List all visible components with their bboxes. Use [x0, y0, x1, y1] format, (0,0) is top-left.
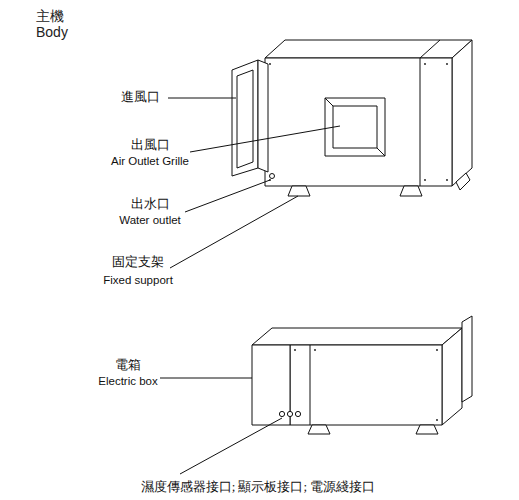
part-name: 固定支架 — [112, 255, 164, 270]
leader-line — [160, 378, 252, 379]
right-face — [452, 40, 472, 186]
front-face — [290, 345, 442, 425]
leader-line — [170, 196, 298, 268]
part-name: 出風口 — [131, 138, 170, 153]
support-foot — [400, 186, 422, 196]
part-name: 出水口 — [131, 197, 170, 212]
inlet-opening — [237, 70, 253, 168]
leader-line — [190, 126, 340, 152]
display-port — [287, 411, 292, 416]
part-name: 進風口 — [121, 90, 160, 105]
right-face — [442, 328, 462, 425]
leader-line — [185, 180, 270, 212]
front-face — [265, 58, 452, 186]
inlet-flange — [232, 60, 258, 176]
leader-line — [168, 98, 236, 99]
part-name: 電箱 — [115, 358, 141, 373]
port-list: 濕度傳感器接口; 顯示板接口; 電源綫接口 — [141, 480, 376, 495]
part-name: Fixed support — [103, 274, 173, 287]
end-panel-seam — [420, 40, 440, 58]
part-name: Electric box — [98, 375, 157, 388]
outlet-grille-opening — [333, 106, 377, 148]
top-face — [265, 40, 472, 58]
part-name: Air Outlet Grille — [111, 155, 189, 168]
sensor-port — [279, 411, 284, 416]
panel-seam — [310, 345, 311, 425]
support-foot — [288, 186, 310, 196]
end-panel-seam — [420, 58, 421, 186]
support-foot — [416, 425, 438, 434]
water-outlet — [270, 174, 275, 179]
electric-box — [252, 345, 290, 425]
top-face — [252, 328, 462, 345]
leader-line — [180, 418, 282, 474]
part-name: Water outlet — [119, 214, 181, 227]
end-flange — [462, 316, 472, 402]
diagram-title: 主機 Body — [36, 8, 81, 40]
grille-corner — [377, 148, 385, 156]
support-foot — [308, 425, 330, 434]
inlet-flange-side — [258, 60, 268, 172]
grille-corner — [325, 98, 333, 106]
power-port — [295, 411, 300, 416]
support-foot — [456, 173, 470, 190]
